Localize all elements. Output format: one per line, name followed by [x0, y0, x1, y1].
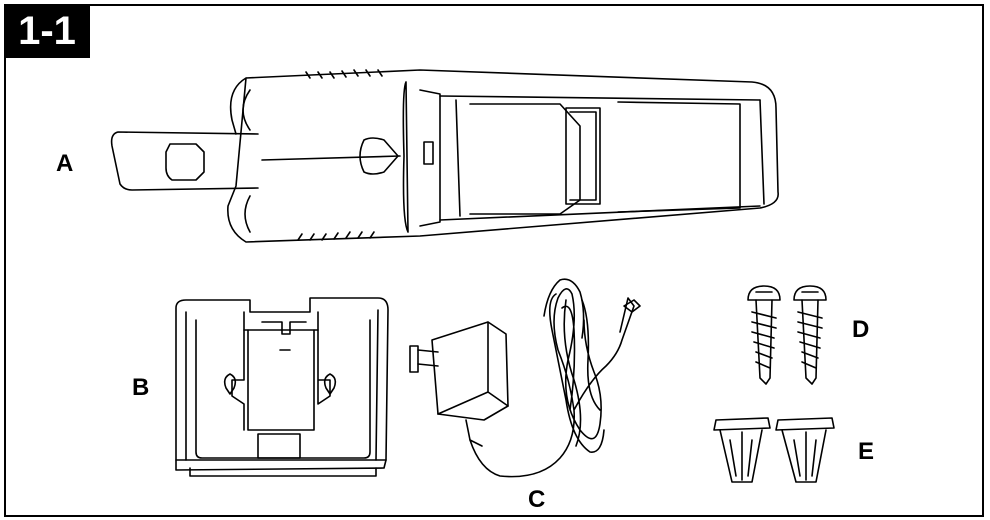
label-a: A — [56, 150, 74, 177]
label-c: C — [528, 486, 546, 513]
charger-drawing — [409, 278, 641, 478]
hand-vacuum-drawing — [110, 69, 779, 243]
label-d: D — [852, 316, 870, 343]
screws-drawing — [747, 285, 827, 385]
label-b: B — [132, 374, 150, 401]
figure-frame — [4, 4, 984, 517]
figure-number-badge: 1-1 — [4, 4, 90, 58]
wall-base-drawing — [175, 297, 389, 477]
wall-anchors-drawing — [713, 417, 835, 483]
label-e: E — [858, 438, 875, 465]
